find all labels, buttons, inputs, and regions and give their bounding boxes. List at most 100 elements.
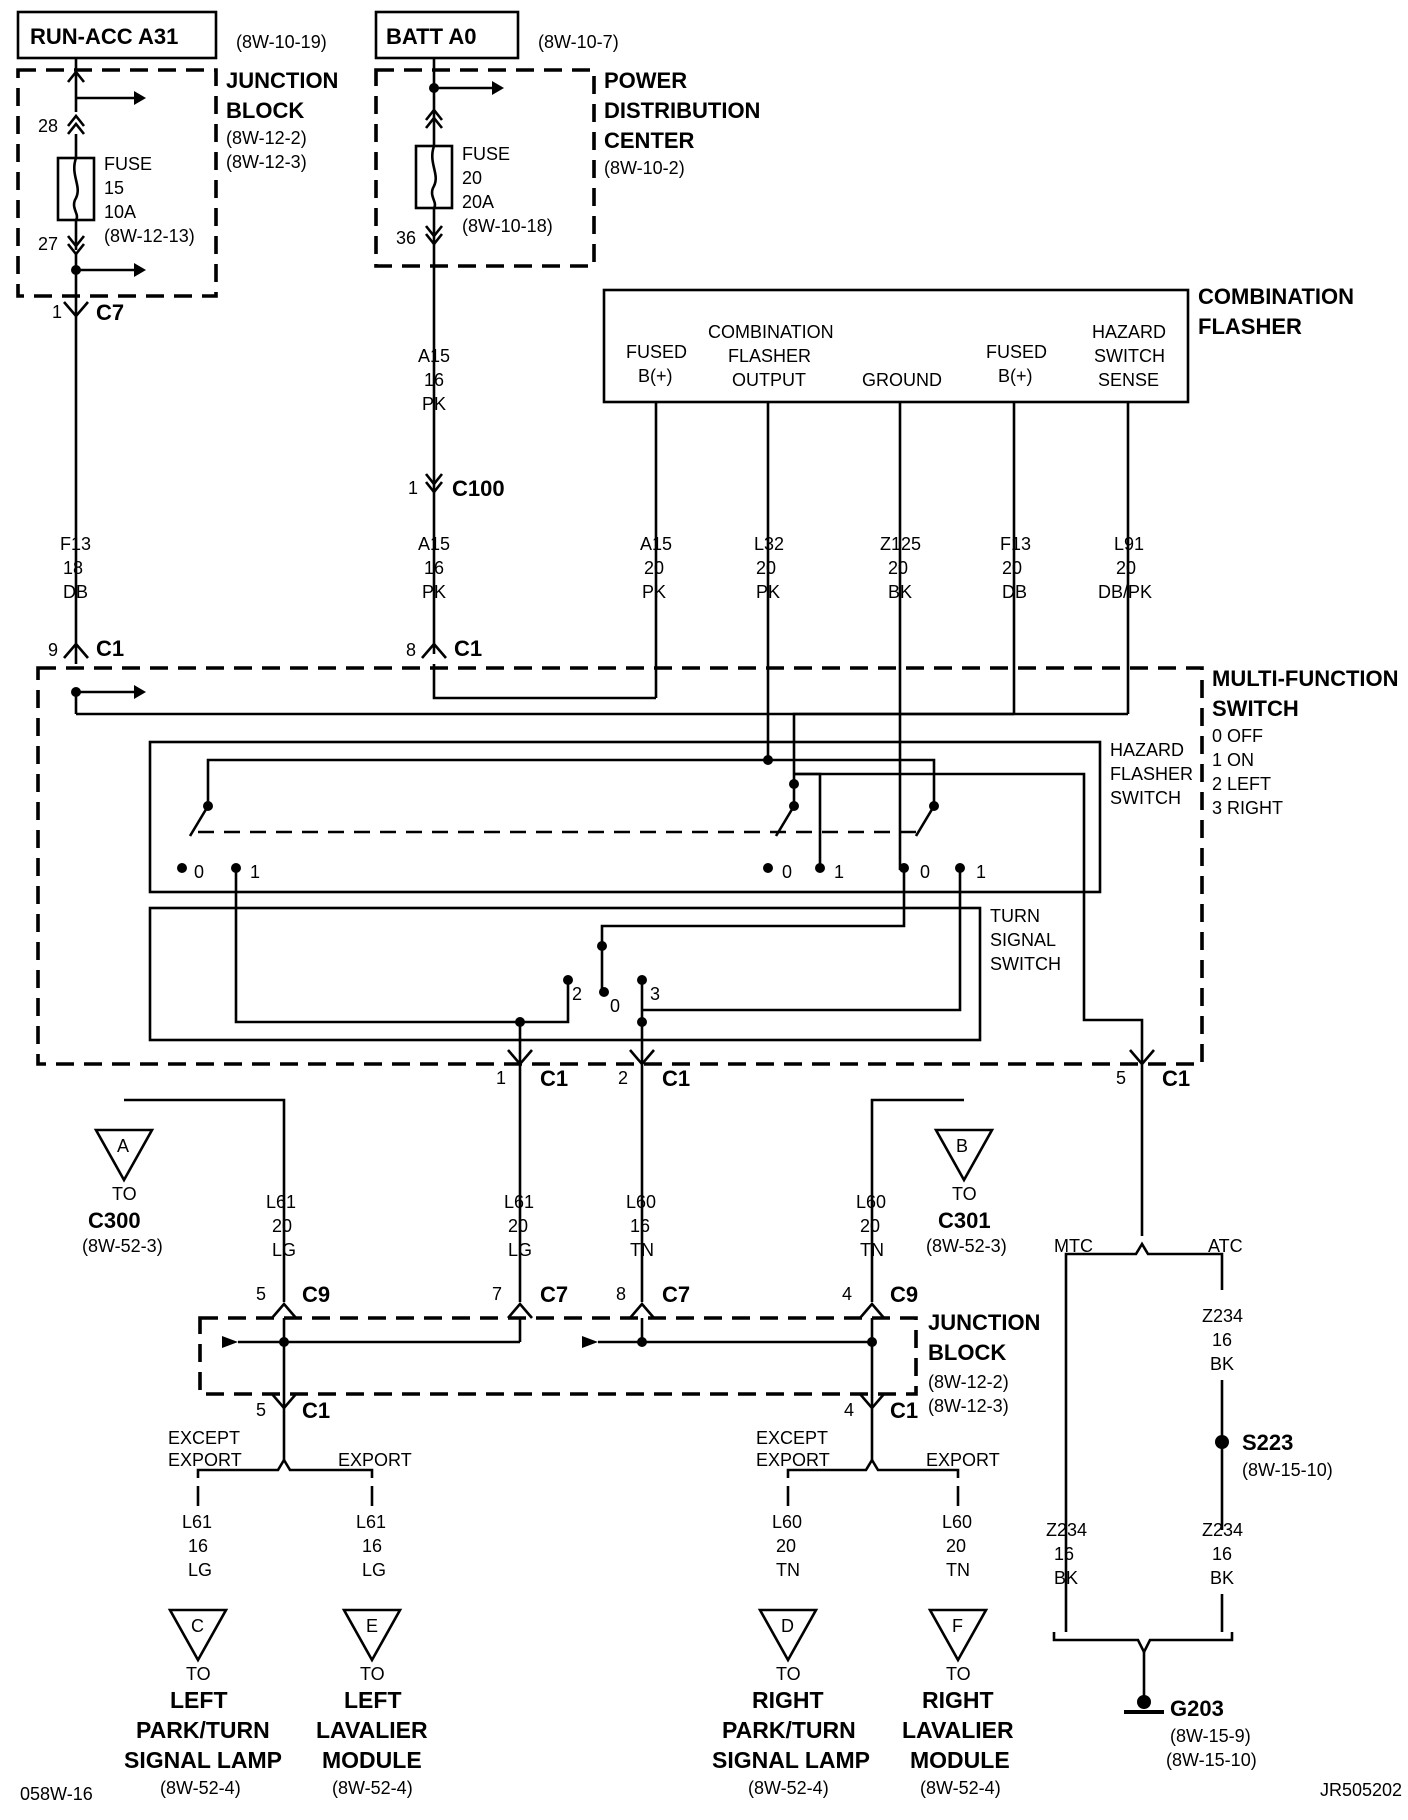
combination-flasher [602,288,1190,404]
offpage-f-dest-1: RIGHT [922,1687,994,1713]
c1-5-pin: 5 [1116,1068,1126,1088]
jb-top-ref-2: (8W-12-3) [226,152,307,172]
jb-top-ref-1: (8W-12-2) [226,128,307,148]
ground-name: G203 [1170,1696,1224,1721]
splice-ref: (8W-15-10) [1242,1460,1333,1480]
fuse-20-l3: 20A [462,192,494,212]
power-distribution-center [374,68,596,268]
offpage-a-ref: (8W-52-3) [82,1236,163,1256]
offpage-f-dest-2: LAVALIER [902,1717,1014,1743]
wire-l61-a-3: LG [272,1240,296,1260]
jb-top-title-2: BLOCK [226,98,304,123]
offpage-b-dest: C301 [938,1208,991,1233]
pdc-title-1: POWER [604,68,687,93]
fuse-20-l2: 20 [462,168,482,188]
hazard-pos-1c: 1 [976,862,986,882]
flasher-pin-5-l1: HAZARD [1092,322,1166,342]
junction-block-top [16,68,218,298]
flasher-pin-3-l1: GROUND [862,370,942,390]
jb-bottom-arrow-left-icon [222,1336,238,1348]
fuse-15-l1: FUSE [104,154,152,174]
offpage-d-letter: D [781,1616,794,1636]
wire-l61-a-2: 20 [272,1216,292,1236]
c1-pin-4b-connector-icon [859,1393,885,1410]
offpage-d-dest-3: SIGNAL LAMP [712,1747,870,1773]
c7-pin-8-connector-icon [629,1302,655,1319]
run-acc-ref: (8W-10-19) [236,32,327,52]
offpage-e-dest-3: MODULE [322,1747,422,1773]
flasher-title-2: FLASHER [1198,314,1302,339]
c7-7-pin: 7 [492,1284,502,1304]
wire-l61-c-1: L61 [182,1512,212,1532]
pdc-pin-36: 36 [396,228,416,248]
pdc-title-3: CENTER [604,128,695,153]
c1-2-pin: 2 [618,1068,628,1088]
mfs-arrow-right-icon [134,685,146,699]
hazard-pos-0c: 0 [920,862,930,882]
c7-top-name: C7 [96,300,124,325]
offpage-d-dest-2: PARK/TURN [722,1717,856,1743]
splice-s223-icon [1215,1435,1229,1449]
wire-l60-d-1: L60 [942,1512,972,1532]
wire-z234-a-1: Z234 [1202,1306,1243,1326]
c1-pin-5b-connector-icon [271,1393,297,1410]
flasher-pin-5-l2: SWITCH [1094,346,1165,366]
wire-a15-lower-1: A15 [418,534,450,554]
wire-l60-b-3: TN [860,1240,884,1260]
multi-function-switch [36,666,1204,1066]
opt-except-export-l-1: EXCEPT [168,1428,240,1448]
hazard-label-2: FLASHER [1110,764,1193,784]
mfs-legend-2: 2 LEFT [1212,774,1271,794]
offpage-e-to: TO [360,1664,385,1684]
batt-box [374,10,520,60]
wire-l60-c-2: 20 [776,1536,796,1556]
offpage-c-dest-3: SIGNAL LAMP [124,1747,282,1773]
wire-z125-1: Z125 [880,534,921,554]
jb-bottom-ref-1: (8W-12-2) [928,1372,1009,1392]
fuse-15-l4: (8W-12-13) [104,226,195,246]
splice-name: S223 [1242,1430,1293,1455]
pdc-ref: (8W-10-2) [604,158,685,178]
wire-a15-lower-2: 16 [424,558,444,578]
batt-label: BATT A0 [386,24,476,49]
offpage-c-dest-2: PARK/TURN [136,1717,270,1743]
c9-5-name: C9 [302,1282,330,1307]
mfs-legend-3: 3 RIGHT [1212,798,1283,818]
offpage-e-dest-2: LAVALIER [316,1717,428,1743]
c7-8-pin: 8 [616,1284,626,1304]
c1-2-name: C1 [662,1066,690,1091]
wire-l60-d-2: 20 [946,1536,966,1556]
c100-connector-icon [424,473,444,487]
hazard-label-3: SWITCH [1110,788,1181,808]
jb-bottom-title-1: JUNCTION [928,1310,1040,1335]
opt-except-export-l-2: EXPORT [168,1450,242,1470]
jb-bottom-arrow-right-icon [582,1336,598,1348]
turn-pos-2: 2 [572,984,582,1004]
wire-z234-a-2: 16 [1212,1330,1232,1350]
turn-pos-3: 3 [650,984,660,1004]
offpage-e-ref: (8W-52-4) [332,1778,413,1798]
offpage-c-icon [167,1608,229,1663]
flasher-pin-4-l1: FUSED [986,342,1047,362]
footer-right: JR505202 [1320,1780,1402,1800]
wire-z234-b-1: Z234 [1046,1520,1087,1540]
wire-l61-b-2: 20 [508,1216,528,1236]
hazard-pos-0a: 0 [194,862,204,882]
wire-f13-flasher-2: 20 [1002,558,1022,578]
c1-5b-name: C1 [302,1398,330,1423]
wire-z234-a-3: BK [1210,1354,1234,1374]
wire-l60-a-1: L60 [626,1192,656,1212]
offpage-d-icon [757,1608,819,1663]
junction-block-bottom [198,1316,918,1396]
c1-pin-8-connector-icon [421,642,447,659]
c1-4b-pin: 4 [844,1400,854,1420]
c1-9-name: C1 [96,636,124,661]
wire-l61-d-1: L61 [356,1512,386,1532]
flasher-pin-2-l1: COMBINATION [708,322,834,342]
opt-export-l: EXPORT [338,1450,412,1470]
offpage-b-to: TO [952,1184,977,1204]
offpage-e-letter: E [366,1616,378,1636]
c1-5-name: C1 [1162,1066,1190,1091]
jb-bottom-ref-2: (8W-12-3) [928,1396,1009,1416]
opt-export-r: EXPORT [926,1450,1000,1470]
